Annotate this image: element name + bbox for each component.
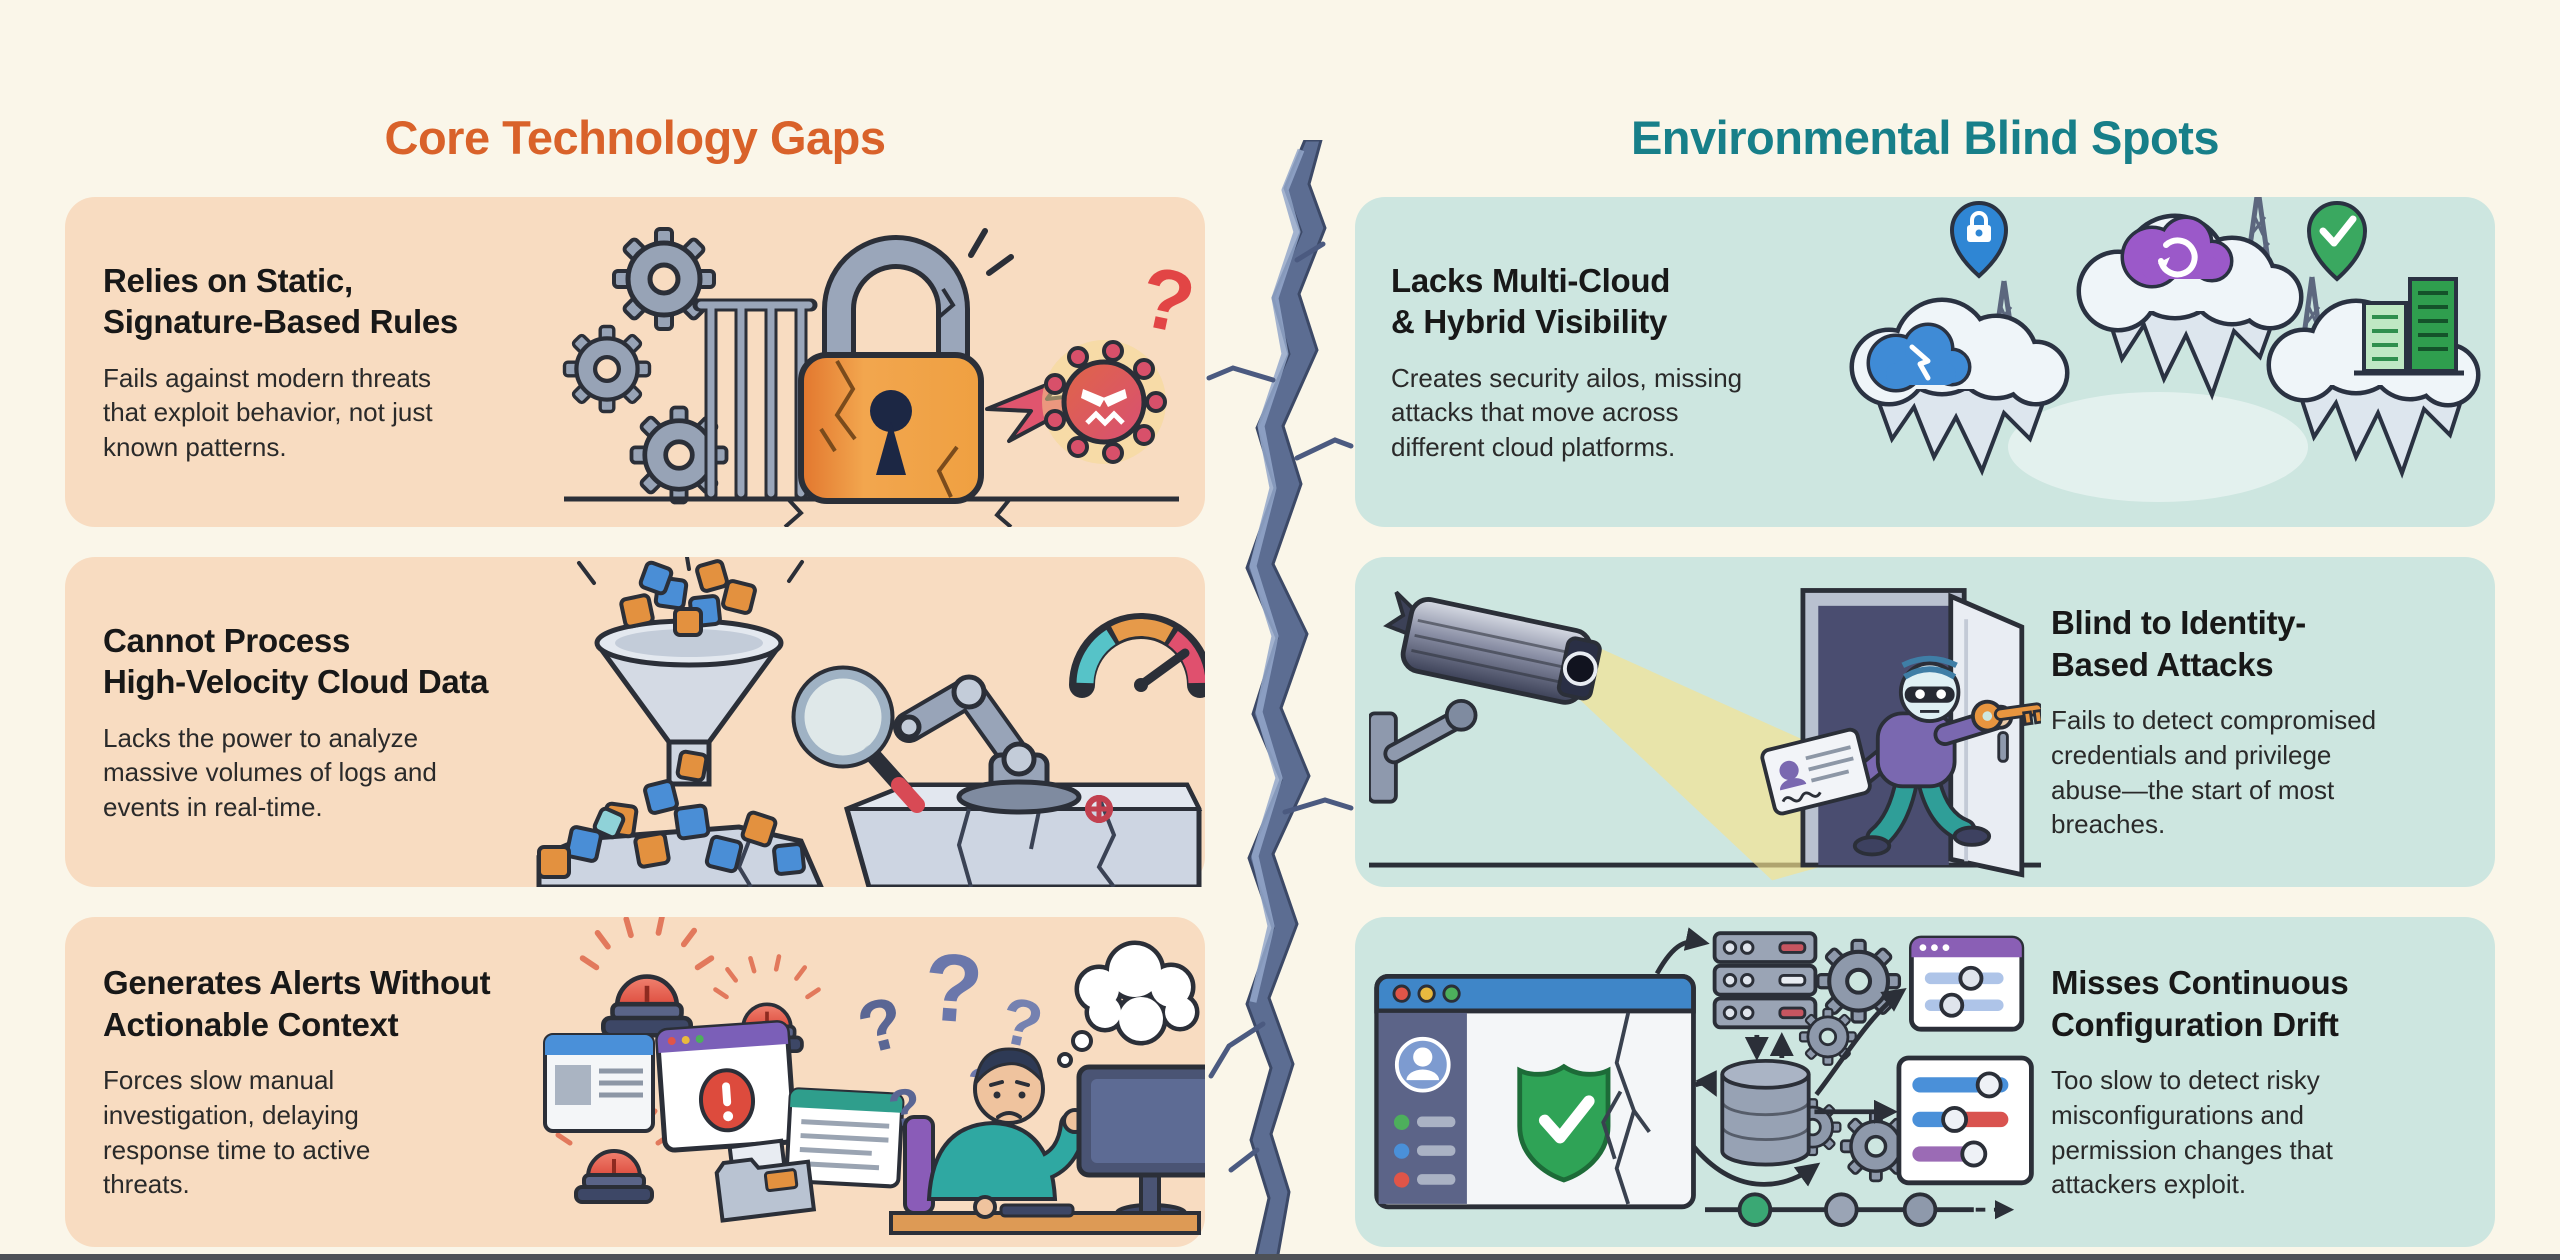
card-title: Relies on Static, Signature-Based Rules [103, 261, 458, 341]
cloud-island-icon [2076, 197, 2304, 401]
id-card-icon [1760, 727, 1872, 816]
key-icon [1970, 699, 2041, 733]
gear-icon [565, 229, 727, 503]
card-title: Lacks Multi-Cloud & Hybrid Visibility [1391, 261, 1671, 341]
security-camera-icon [1369, 590, 1602, 804]
magnifier-icon [791, 665, 925, 813]
card-body: Creates security ailos, missing attacks … [1391, 362, 1743, 462]
alert-fatigue-illustration: ? ? ? ? ? [543, 917, 1205, 1235]
valve-icon [1085, 795, 1113, 823]
flow-arrows [1654, 927, 1907, 1187]
overload-gauge-icon [1069, 613, 1205, 698]
data-cubes-icon [537, 559, 806, 879]
camera-thief-illustration [1369, 588, 2041, 881]
card-body: Forces slow manual investigation, delayi… [103, 1065, 371, 1200]
card-title: Generates Alerts Without Actionable Cont… [103, 964, 491, 1043]
crack-divider [1206, 140, 1354, 1260]
card-identity-attacks: Blind to Identity- Based Attacks Fails t… [1355, 557, 2495, 887]
lock-pin-icon [1949, 200, 2009, 279]
cloud-island-icon [1849, 280, 2070, 477]
card-static-rules: Relies on Static, Signature-Based Rules … [65, 197, 1205, 527]
sidebar-bullets [1393, 1114, 1456, 1188]
left-section-title: Core Technology Gaps [384, 111, 887, 164]
sliders-panel-icon [1909, 935, 2025, 1032]
blue-cloud-icon [1866, 322, 1972, 393]
card-body: Lacks the power to analyze massive volum… [103, 722, 437, 822]
timeline-icon [1705, 1192, 2015, 1227]
cloud-islands-illustration [1849, 197, 2481, 502]
robot-arm-icon [893, 674, 1082, 815]
browser-alert-window-icon [543, 1020, 905, 1189]
pipe-bars-icon [692, 298, 818, 502]
check-pin-icon [2306, 200, 2368, 282]
padlock-icon [798, 228, 1014, 504]
window-cracks [1601, 1012, 1651, 1205]
sliders-panel-icon [1896, 1055, 2034, 1186]
card-title: Misses Continuous Configuration Drift [2051, 964, 2349, 1043]
card-text-block: Cannot Process High-Velocity Cloud Data … [103, 620, 523, 825]
database-icon [1720, 1058, 1811, 1167]
app-window-icon [1374, 973, 1696, 1210]
thought-bubble-icon [1057, 940, 1200, 1068]
card-multicloud: Lacks Multi-Cloud & Hybrid Visibility Cr… [1355, 197, 2495, 527]
config-drift-illustration [1374, 927, 2034, 1227]
svg-text:?: ? [920, 933, 986, 1044]
ground-crack [783, 498, 1013, 527]
cracked-padlock-illustration: ? [533, 197, 1203, 527]
purple-cloud-icon [2120, 215, 2234, 289]
card-text-block: Lacks Multi-Cloud & Hybrid Visibility Cr… [1391, 260, 1811, 465]
analyst-at-desk [889, 1047, 1205, 1235]
bottom-edge-bar [0, 1254, 2560, 1260]
overflowing-funnel-illustration [536, 557, 1205, 887]
card-no-context: Generates Alerts Without Actionable Cont… [65, 917, 1205, 1247]
splash-lines [577, 557, 804, 585]
background-cloud [2008, 392, 2308, 502]
card-body: Fails to detect compromised credentials … [2051, 705, 2377, 840]
virus-icon [1042, 340, 1167, 464]
shield-check-icon [1517, 1063, 1611, 1183]
crack-branches [1206, 241, 1354, 1173]
torn-file-icon [714, 1138, 817, 1223]
card-body: Fails against modern threats that exploi… [103, 362, 433, 462]
cloud-island-icon [2266, 276, 2481, 479]
card-text-block: Blind to Identity- Based Attacks Fails t… [2051, 602, 2453, 841]
card-config-drift: Misses Continuous Configuration Drift To… [1355, 917, 2495, 1247]
card-text-block: Generates Alerts Without Actionable Cont… [103, 962, 523, 1201]
green-buildings-icon [2354, 277, 2464, 376]
card-title: Cannot Process High-Velocity Cloud Data [103, 621, 489, 701]
card-title: Blind to Identity- Based Attacks [2051, 604, 2306, 683]
card-body: Too slow to detect risky misconfiguratio… [2051, 1065, 2333, 1200]
right-section-title: Environmental Blind Spots [1630, 111, 2220, 164]
server-stack-icon [1712, 931, 1818, 1030]
card-high-velocity: Cannot Process High-Velocity Cloud Data … [65, 557, 1205, 887]
svg-text:?: ? [850, 982, 912, 1070]
card-text-block: Relies on Static, Signature-Based Rules … [103, 260, 523, 465]
card-text-block: Misses Continuous Configuration Drift To… [2051, 962, 2453, 1201]
